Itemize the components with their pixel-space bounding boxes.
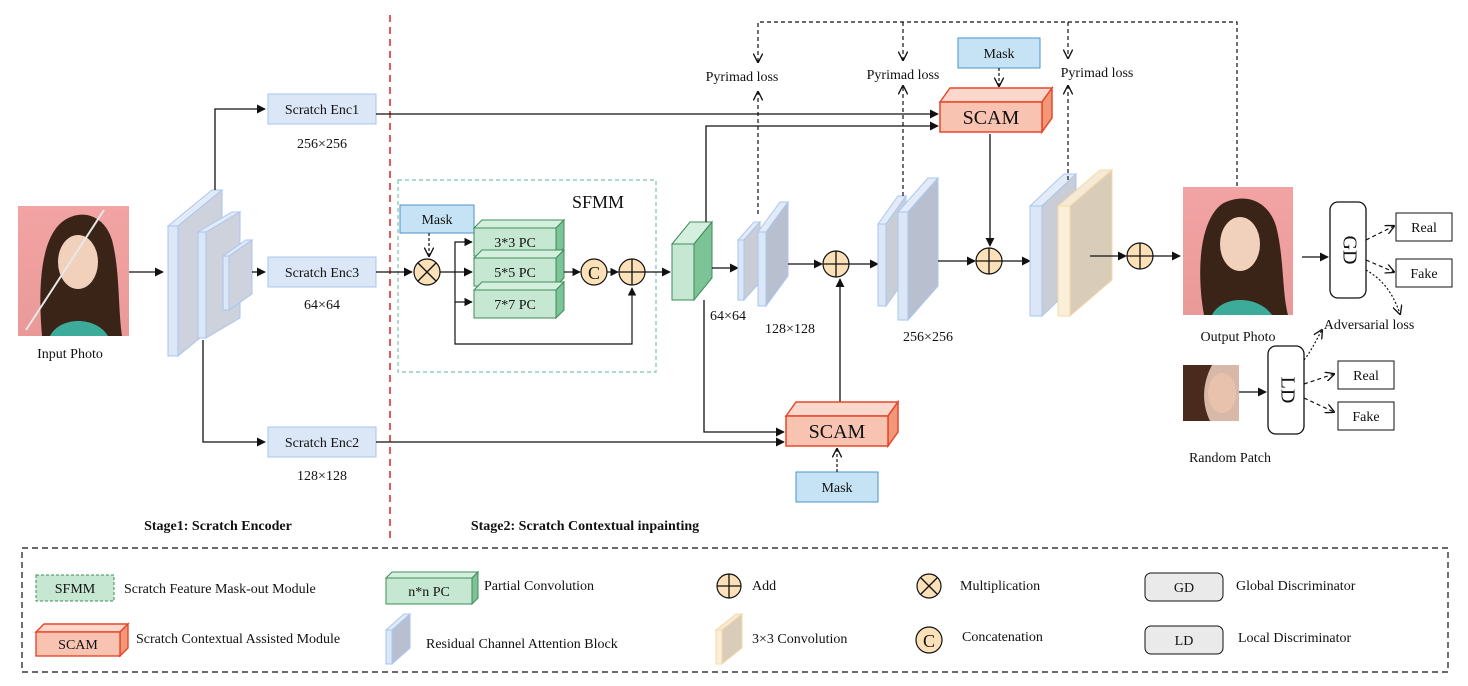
scratch-enc2-label: Scratch Enc2	[285, 436, 359, 451]
mask-bottom-label: Mask	[821, 481, 852, 496]
legend-sfmm-swatch	[35, 574, 115, 602]
legend-rcab-text: Residual Channel Attention Block	[426, 637, 618, 652]
ld-real-box	[1337, 360, 1395, 390]
sfmm-frame	[397, 179, 657, 373]
sfmm-skip-connection	[454, 287, 637, 345]
legend-add-icon	[716, 573, 742, 599]
ld-fake-label: Fake	[1352, 410, 1379, 425]
scratch-enc1-box	[267, 93, 377, 125]
pc5-block	[472, 248, 566, 288]
pyramid-loss-3: Pyrimad loss	[1061, 66, 1134, 81]
rcab-128	[736, 200, 789, 308]
output-photo-label: Output Photo	[1200, 330, 1275, 345]
legend-gd-text: Global Discriminator	[1236, 579, 1356, 594]
gd-fake-label: Fake	[1410, 267, 1437, 282]
arrow-to-top-scam	[705, 121, 939, 222]
ld-real-label: Real	[1353, 369, 1379, 384]
concat-op-label: C	[588, 263, 600, 283]
legend-pc-text: Partial Convolution	[484, 579, 594, 594]
legend-ld-text: Local Discriminator	[1238, 631, 1351, 646]
legend-ld-tag: LD	[1175, 634, 1194, 649]
legend-conv-text: 3×3 Convolution	[752, 632, 847, 647]
gd-box	[1329, 201, 1367, 299]
ld-label: LD	[1276, 377, 1298, 404]
pc3-label: 3*3 PC	[494, 236, 536, 251]
input-photo-label: Input Photo	[37, 347, 103, 362]
pc5-label: 5*5 PC	[494, 266, 536, 281]
encoder-stack	[166, 188, 254, 358]
ld-box	[1267, 345, 1305, 435]
pyramid-loss-1: Pyrimad loss	[706, 70, 779, 85]
gd-fake-box	[1395, 258, 1453, 288]
legend-gd-tag: GD	[1174, 581, 1194, 596]
scam-top	[938, 85, 1054, 135]
mask-bottom-box	[795, 471, 879, 503]
sfmm-output-block	[670, 220, 714, 302]
legend-ld-swatch	[1144, 625, 1224, 655]
decoder-size-128: 128×128	[765, 322, 815, 337]
adversarial-loss-label: Adversarial loss	[1324, 318, 1415, 333]
legend-multiplication-icon	[916, 573, 942, 599]
legend-sfmm-text: Scratch Feature Mask-out Module	[124, 582, 316, 597]
legend-frame	[21, 547, 1449, 673]
pc7-label: 7*7 PC	[494, 298, 536, 313]
scratch-enc3-label: Scratch Enc3	[285, 266, 359, 281]
legend-concat-text: Concatenation	[962, 630, 1043, 645]
legend-sfmm-tag: SFMM	[55, 582, 96, 597]
scratch-enc1-label: Scratch Enc1	[285, 103, 359, 118]
sfmm-add-op	[618, 258, 646, 286]
gd-label: GD	[1338, 236, 1360, 265]
input-photo	[18, 206, 129, 336]
legend-conv-swatch	[714, 612, 744, 666]
output-photo	[1183, 187, 1293, 315]
legend-concat-icon	[915, 626, 943, 654]
legend-mult-text: Multiplication	[960, 579, 1040, 594]
legend-scam-tag: SCAM	[58, 638, 98, 653]
legend-rcab-swatch	[384, 612, 412, 666]
decoder-add-op-2	[975, 247, 1003, 275]
legend-concat-tag: C	[923, 631, 935, 651]
legend-pc-tag: n*n PC	[408, 585, 450, 600]
arrow-to-bottom-scam	[703, 300, 785, 437]
scratch-enc2-size: 128×128	[297, 469, 347, 484]
gd-real-box	[1395, 212, 1453, 242]
mask-top-label: Mask	[983, 47, 1014, 62]
scam-bottom-label: SCAM	[809, 421, 866, 443]
scratch-enc1-size: 256×256	[297, 137, 347, 152]
decoder-size-256: 256×256	[903, 330, 953, 345]
ld-fake-box	[1337, 401, 1395, 431]
scam-top-label: SCAM	[963, 107, 1020, 129]
legend-scam-swatch	[34, 622, 130, 658]
scratch-enc3-box	[267, 256, 377, 288]
rcab-256	[877, 176, 940, 322]
sfmm-mask-box	[399, 204, 475, 234]
arrow-to-enc2	[202, 340, 266, 447]
final-rcab-and-conv	[1028, 168, 1114, 318]
legend-gd-swatch	[1144, 572, 1224, 602]
pyramid-loss-2: Pyrimad loss	[867, 68, 940, 83]
scam-bottom	[784, 399, 900, 449]
multiplication-op	[413, 258, 441, 286]
random-patch	[1183, 365, 1239, 421]
decoder-size-64: 64×64	[710, 309, 746, 324]
sfmm-mask-label: Mask	[421, 213, 452, 228]
legend-scam-text: Scratch Contextual Assisted Module	[136, 632, 340, 647]
sfmm-title: SFMM	[572, 192, 624, 212]
decoder-add-op-1	[822, 250, 850, 278]
final-add-op	[1126, 242, 1154, 270]
scratch-enc3-size: 64×64	[304, 298, 340, 313]
stage2-label: Stage2: Scratch Contextual inpainting	[471, 519, 699, 534]
scratch-enc2-box	[267, 426, 377, 458]
stage1-label: Stage1: Scratch Encoder	[144, 519, 292, 534]
random-patch-label: Random Patch	[1189, 451, 1271, 466]
gd-real-label: Real	[1411, 221, 1437, 236]
legend-add-text: Add	[752, 579, 776, 594]
pc7-block	[472, 280, 566, 320]
legend-pc-swatch	[384, 570, 480, 606]
arrow-to-enc1	[214, 104, 266, 190]
